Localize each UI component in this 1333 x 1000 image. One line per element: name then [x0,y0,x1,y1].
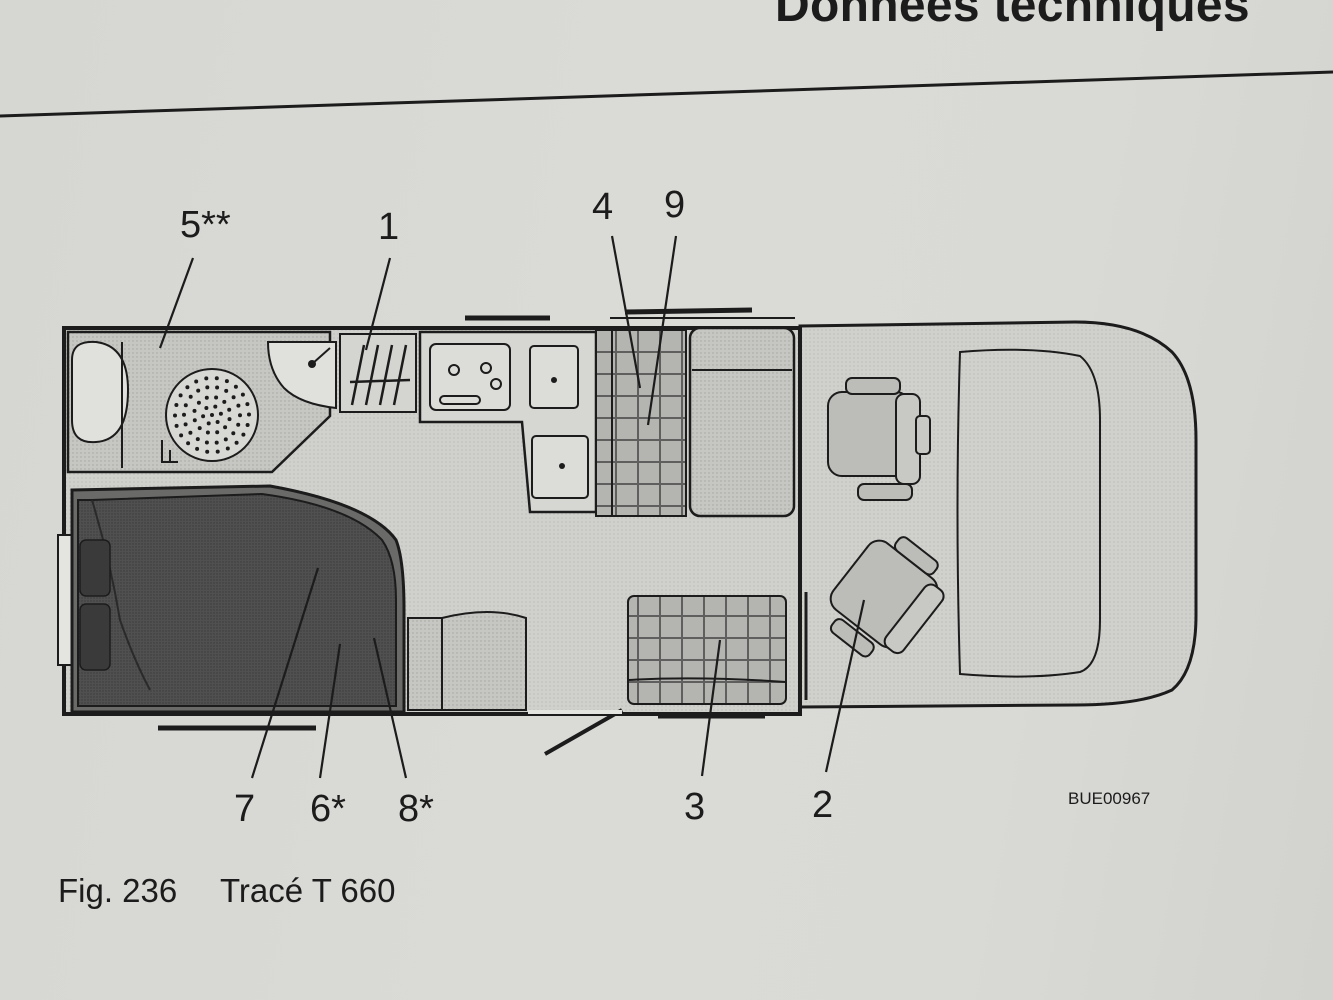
figure-number: Fig. 236 [58,872,178,909]
bed-pillow-2 [79,603,111,671]
passenger-seat [829,536,945,658]
fridge-knob [559,463,565,469]
stove [429,343,511,411]
dinette-table [595,329,687,517]
callout-3: 3 [684,786,706,828]
entry-door [544,708,623,756]
callout-1: 1 [378,206,400,248]
driver-seat [827,377,931,501]
page-title: Données techniques [775,0,1250,32]
callout-9: 9 [664,184,686,226]
callout-4: 4 [592,186,614,228]
bed-cover-fold [91,499,151,691]
tiled-unit-edge [627,677,787,683]
callout-8: 8* [398,788,434,830]
callout-7: 7 [234,788,256,830]
bed [77,492,397,707]
shower-drain-holes [173,376,251,454]
window-top-2 [624,307,753,315]
callout-2: 2 [812,784,834,826]
side-cabinet [407,617,443,711]
callout-5: 5** [180,204,231,246]
bath-fitting [161,440,178,463]
stove-burners [439,362,502,405]
header-rule [0,70,1333,118]
kitchen-sink-drain [551,377,557,383]
toilet [71,340,130,444]
tiled-unit [627,595,787,705]
wardrobe-hangers [349,344,411,406]
leader-lines [158,235,866,779]
callout-6: 6* [310,788,346,830]
window-rear [57,534,73,666]
figure-title: Tracé T 660 [220,872,396,909]
bed-pillow-1 [79,539,111,597]
reference-code: BUE00967 [1068,789,1151,808]
side-seat [441,611,527,711]
dinette-bench [688,326,796,518]
dashboard [956,348,1101,678]
bath-tap [311,347,331,365]
